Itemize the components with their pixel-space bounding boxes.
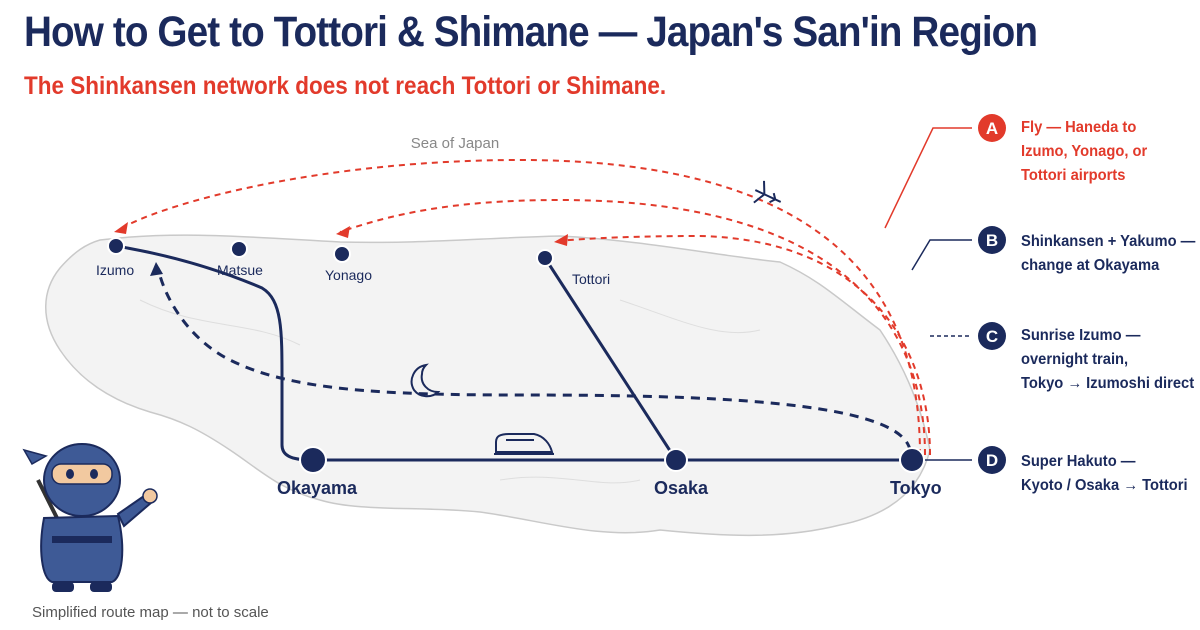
station-label-osaka: Osaka	[654, 478, 709, 498]
station-label-izumo: Izumo	[96, 262, 134, 278]
page-subtitle: The Shinkansen network does not reach To…	[24, 72, 667, 100]
sea-label: Sea of Japan	[411, 135, 499, 152]
station-dot-osaka	[664, 448, 688, 472]
route-b-description: Shinkansen + Yakumo — change at Okayama	[1021, 230, 1195, 278]
airplane-icon	[753, 180, 782, 204]
station-dot-tottori	[536, 249, 554, 267]
route-a-flights	[117, 158, 931, 456]
route-letter-d: D	[986, 451, 998, 470]
route-d-line-2: Kyoto / Osaka → Tottori	[1021, 477, 1188, 494]
route-c-line-2: overnight train,	[1021, 351, 1129, 368]
route-badge-a	[978, 114, 1006, 142]
route-a-description: Fly — Haneda to Izumo, Yonago, or Tottor…	[1021, 116, 1147, 188]
route-badge-c	[978, 322, 1006, 350]
route-badge-d	[978, 446, 1006, 474]
leader-line-b	[911, 239, 972, 271]
route-d-super-hakuto	[543, 257, 678, 461]
landmass	[45, 234, 931, 537]
route-c-line-1: Sunrise Izumo —	[1021, 327, 1141, 344]
route-c-sunrise-izumo	[156, 267, 912, 451]
route-d-description: Super Hakuto — Kyoto / Osaka → Tottori	[1021, 450, 1188, 498]
station-dot-matsue	[230, 240, 248, 258]
route-b-line-2: change at Okayama	[1021, 257, 1160, 274]
station-dots	[107, 237, 925, 474]
route-a-line-2: Izumo, Yonago, or	[1021, 143, 1148, 160]
shinkansen-icon	[494, 433, 554, 455]
route-b-yakumo-line	[115, 244, 313, 462]
route-a-line-1: Fly — Haneda to	[1021, 119, 1137, 136]
moon-icon	[410, 363, 441, 398]
page-title: How to Get to Tottori & Shimane — Japan'…	[24, 8, 1038, 56]
route-letter-c: C	[986, 327, 998, 346]
route-b-line-1: Shinkansen + Yakumo —	[1021, 233, 1196, 250]
station-label-tokyo: Tokyo	[890, 478, 942, 498]
route-a-line-3: Tottori airports	[1021, 167, 1126, 184]
route-d-line-1: Super Hakuto —	[1021, 453, 1136, 470]
sunrise-arrowhead	[150, 262, 163, 276]
route-c-line-3: Tokyo → Izumoshi direct	[1021, 375, 1195, 392]
station-dot-yonago	[333, 245, 351, 263]
station-label-okayama: Okayama	[277, 478, 358, 498]
station-dot-okayama	[299, 446, 327, 474]
station-label-matsue: Matsue	[217, 262, 263, 278]
route-badge-b	[978, 226, 1006, 254]
flight-arrowheads	[114, 222, 568, 246]
station-label-tottori: Tottori	[572, 271, 610, 287]
station-label-yonago: Yonago	[325, 267, 372, 283]
leader-line-a	[884, 127, 972, 229]
footer-note: Simplified route map — not to scale	[32, 604, 269, 621]
route-c-description: Sunrise Izumo — overnight train, Tokyo →…	[1021, 324, 1194, 396]
ninja-mascot	[22, 443, 158, 592]
station-dot-tokyo	[899, 447, 925, 473]
route-letter-b: B	[986, 231, 998, 250]
route-letter-a: A	[986, 119, 998, 138]
station-dot-izumo	[107, 237, 125, 255]
